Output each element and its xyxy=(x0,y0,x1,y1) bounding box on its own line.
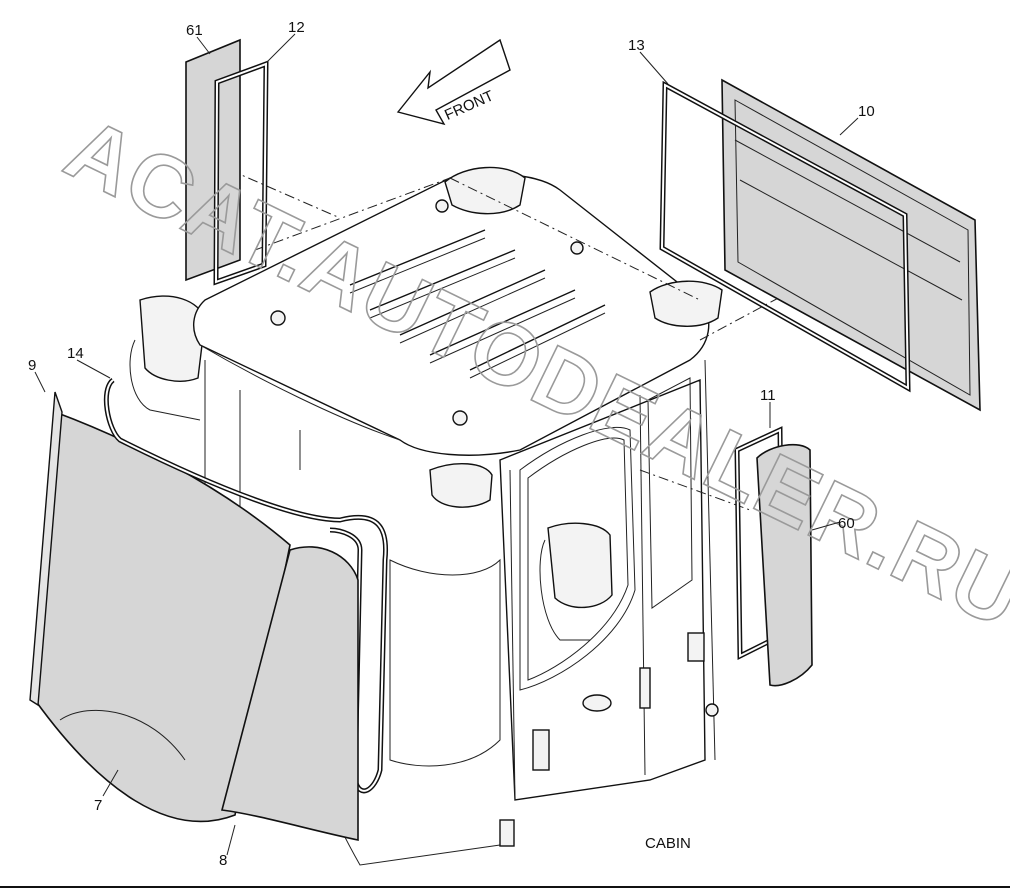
roof-lamp-right xyxy=(649,280,723,327)
callout-7: 7 xyxy=(94,797,102,814)
cabin-roof xyxy=(193,166,723,456)
callout-61: 61 xyxy=(186,22,203,39)
door-hinge-part xyxy=(639,667,651,709)
part-12-seal xyxy=(213,60,269,286)
part-8-lower-glass xyxy=(220,546,359,841)
front-mirror-part xyxy=(429,462,493,508)
corner-bolt-part xyxy=(705,703,719,717)
door-lock-part xyxy=(582,694,612,712)
part-13-seal xyxy=(659,80,911,393)
part-61-glass xyxy=(185,38,241,282)
callout-8: 8 xyxy=(219,852,227,869)
callout-labels: 61 12 13 10 9 14 11 60 7 8 xyxy=(28,19,875,869)
front-direction-arrow: FRONT xyxy=(396,38,511,126)
door-mirror-part xyxy=(547,522,613,609)
cabin-body xyxy=(129,295,719,866)
callout-12: 12 xyxy=(288,19,305,36)
callout-13: 13 xyxy=(628,37,645,54)
assembly-leader-lines xyxy=(229,169,841,511)
callout-14: 14 xyxy=(67,345,84,362)
part-60-side-glass xyxy=(756,443,813,687)
roof-lamp-rear xyxy=(444,166,526,215)
door-latch-part xyxy=(532,729,550,771)
lower-hinge-part xyxy=(499,819,515,847)
diagram-caption: CABIN xyxy=(645,835,691,852)
side-latch-part xyxy=(687,632,705,662)
part-10-rear-glass xyxy=(721,78,981,412)
callout-leaders xyxy=(34,33,859,856)
left-mirror-part xyxy=(139,295,206,382)
callout-10: 10 xyxy=(858,103,875,120)
part-9-windshield xyxy=(29,391,291,823)
callout-9: 9 xyxy=(28,357,36,374)
callout-11: 11 xyxy=(760,387,776,404)
callout-60: 60 xyxy=(838,515,855,532)
